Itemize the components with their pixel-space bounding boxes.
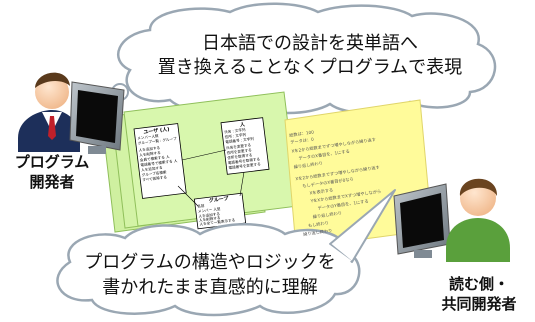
bottom-bubble-line-1: プログラムの構造やロジックを — [84, 252, 336, 273]
code-line: 繰り返し終わり — [312, 210, 343, 220]
bottom-bubble-text: プログラムの構造やロジックを 書かれたまま直感的に理解 — [70, 250, 350, 300]
class-person-content: 人 氏名 : 文字列 住所 : 文字列 電話番号 : 文字列 氏名を変更する 住… — [221, 118, 269, 175]
top-bubble-line-1: 日本語での設計を英単語へ — [202, 33, 418, 54]
developer-label: プログラム 開発者 — [2, 152, 102, 192]
top-bubble-text: 日本語での設計を英単語へ 置き換えることなくプログラムで表現 — [150, 32, 470, 80]
top-bubble-line-2: 置き換えることなくプログラムで表現 — [157, 57, 463, 78]
code-line: 繰り返し終わり — [302, 227, 333, 237]
pseudo-code-text: 総数は：100 データは：0 Xを2から総数までずつ増やしながら繰り返す データ… — [284, 112, 427, 247]
class-box-user — [133, 123, 187, 199]
class-box-person — [220, 117, 270, 175]
code-line: 繰り返し終わり — [293, 160, 324, 170]
class-user-content: ユーザ (人) メンバー人数 グループ一覧 : グループ 人を追加する 人を削除… — [134, 124, 186, 199]
reader-label-line-2: 共同開発者 — [441, 295, 517, 313]
bottom-speech-bubble — [56, 189, 396, 317]
developer-figure-icon — [18, 72, 125, 154]
top-speech-bubble — [96, 2, 497, 115]
reader-label-line-1: 読む側・ — [448, 275, 509, 293]
class-group-content: グループ 名前 メンバー 人型 人を追加する 人を削除する 人を全て一覧表示する — [194, 193, 245, 229]
reader-label: 読む側・ 共同開発者 — [424, 274, 534, 314]
reader-figure-icon — [393, 178, 510, 262]
developer-label-line-2: 開発者 — [29, 173, 75, 191]
bottom-bubble-line-2: 書かれたまま直感的に理解 — [102, 277, 318, 298]
developer-label-line-1: プログラム — [14, 153, 90, 171]
class-diagram-papers — [101, 91, 299, 233]
